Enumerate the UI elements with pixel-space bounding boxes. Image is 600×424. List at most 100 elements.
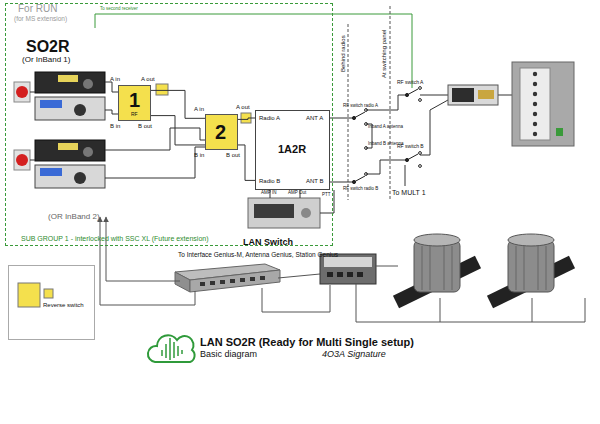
cloud-logo xyxy=(148,335,195,362)
lan-cable xyxy=(278,274,320,278)
lan-switch-device xyxy=(175,264,280,292)
reverse-switch-box: Reverse switch xyxy=(8,265,95,340)
inline-filter xyxy=(241,113,251,123)
zone-label: At switching panel xyxy=(381,30,388,78)
radio-wire xyxy=(105,128,205,150)
radio-set xyxy=(35,97,105,120)
switch-label: RF switch A xyxy=(397,80,423,86)
rotator-cable xyxy=(532,298,533,322)
port-label: B out xyxy=(138,123,152,130)
destination-label: To MULT 1 xyxy=(392,189,426,197)
switch-label: RF switch radio A xyxy=(343,104,378,109)
lan-cable xyxy=(106,217,180,281)
cloud-logo xyxy=(165,344,167,358)
node-title: 2 xyxy=(215,121,226,143)
cloud-logo xyxy=(173,342,175,358)
radio-set xyxy=(16,86,28,98)
amplifier-unit xyxy=(320,213,334,214)
rotator xyxy=(508,240,554,292)
radio-set xyxy=(14,150,30,170)
lan-switch-device xyxy=(175,272,190,292)
node-text: ANT B xyxy=(306,178,324,185)
lan-switch-device xyxy=(260,276,265,280)
interface-box xyxy=(327,272,333,277)
amplifier-unit xyxy=(334,190,335,213)
antenna-switch-panel xyxy=(533,112,537,116)
port-label: A in xyxy=(194,106,204,113)
port-label: A in xyxy=(110,76,120,83)
switch-symbol xyxy=(352,87,421,184)
switch-symbol xyxy=(407,154,418,160)
switch-label: RF switch B xyxy=(397,144,424,150)
antenna-wire xyxy=(330,95,512,186)
network-switch: LAN SwitchTo Interface Genius-M, Antenna… xyxy=(175,238,340,296)
radio-set xyxy=(74,104,86,116)
node-title: SUB GROUP 1 - interlocked with SSC XL (F… xyxy=(21,235,209,243)
radio-set xyxy=(40,100,62,108)
antenna-switch-panel xyxy=(533,72,537,76)
port-label: B in xyxy=(194,152,204,159)
rotator xyxy=(422,246,423,290)
subtitle: Basic diagram xyxy=(200,350,257,360)
run-line xyxy=(95,14,412,88)
interface-box xyxy=(337,272,343,277)
reverse-switch-device xyxy=(18,283,40,307)
interface-box xyxy=(320,254,376,284)
antenna-wire xyxy=(330,118,352,119)
port-label: A out xyxy=(141,76,155,83)
lan-switch-device xyxy=(240,278,245,282)
antenna-switch-panel xyxy=(533,92,537,96)
note: (for MS extension) xyxy=(14,15,67,22)
antenna-wire xyxy=(498,95,512,96)
cloud-logo xyxy=(148,335,195,362)
antenna-switch-panel xyxy=(512,62,574,146)
rf-connector xyxy=(151,116,205,145)
signature: 4O3A Signature xyxy=(322,350,386,360)
rotator xyxy=(508,234,554,246)
boundary-line xyxy=(348,24,349,200)
zone-label: Behind radios xyxy=(340,35,347,72)
diagram-title: LAN SO2R (Ready for Multi Single setup) xyxy=(200,336,414,348)
rotator xyxy=(524,246,525,290)
lan-switch-device xyxy=(190,270,280,292)
switch-symbol xyxy=(365,173,368,176)
node-text: To Interface Genius-M, Antenna Genius, S… xyxy=(178,251,338,258)
switch-symbol xyxy=(407,89,418,95)
radio-wire xyxy=(105,110,118,114)
amplifier-unit xyxy=(254,204,294,218)
antenna-switch-panel xyxy=(533,102,537,106)
rotator xyxy=(414,240,460,292)
lan-switch-device xyxy=(210,281,215,285)
rf-connector xyxy=(151,90,205,118)
amplifier-unit xyxy=(248,190,334,228)
lan-switch-device xyxy=(250,277,255,281)
rotator-cable xyxy=(376,266,398,267)
radio-set xyxy=(35,140,105,161)
boundary-line xyxy=(390,6,391,200)
antenna-switch-panel xyxy=(533,82,537,86)
inline-filter xyxy=(156,84,168,95)
port-label: B out xyxy=(226,152,240,159)
interface-box xyxy=(320,254,376,284)
switch-box: 1A2RRadio ARadio BANT AANT B xyxy=(255,110,330,190)
wire-label: Inband A antenna xyxy=(368,125,403,130)
rotator xyxy=(430,246,431,290)
cloud-logo xyxy=(161,350,163,356)
switch-symbol xyxy=(365,123,368,126)
note: (Or InBand 1) xyxy=(22,56,70,65)
rotator xyxy=(396,234,572,302)
antenna-wire xyxy=(420,100,448,155)
antenna-switch-panel xyxy=(520,68,550,140)
node-text: Radio A xyxy=(259,115,280,122)
antenna-wire xyxy=(366,160,405,174)
node-text: ANT A xyxy=(306,115,323,122)
radio-wire xyxy=(105,82,118,92)
cloud-logo xyxy=(181,350,183,354)
lan-switch-device xyxy=(230,279,235,283)
port-label: AMP Out xyxy=(288,191,306,196)
power-amplifier xyxy=(452,88,474,102)
radio-wire xyxy=(30,92,35,93)
node-title: Reverse switch xyxy=(43,302,84,309)
